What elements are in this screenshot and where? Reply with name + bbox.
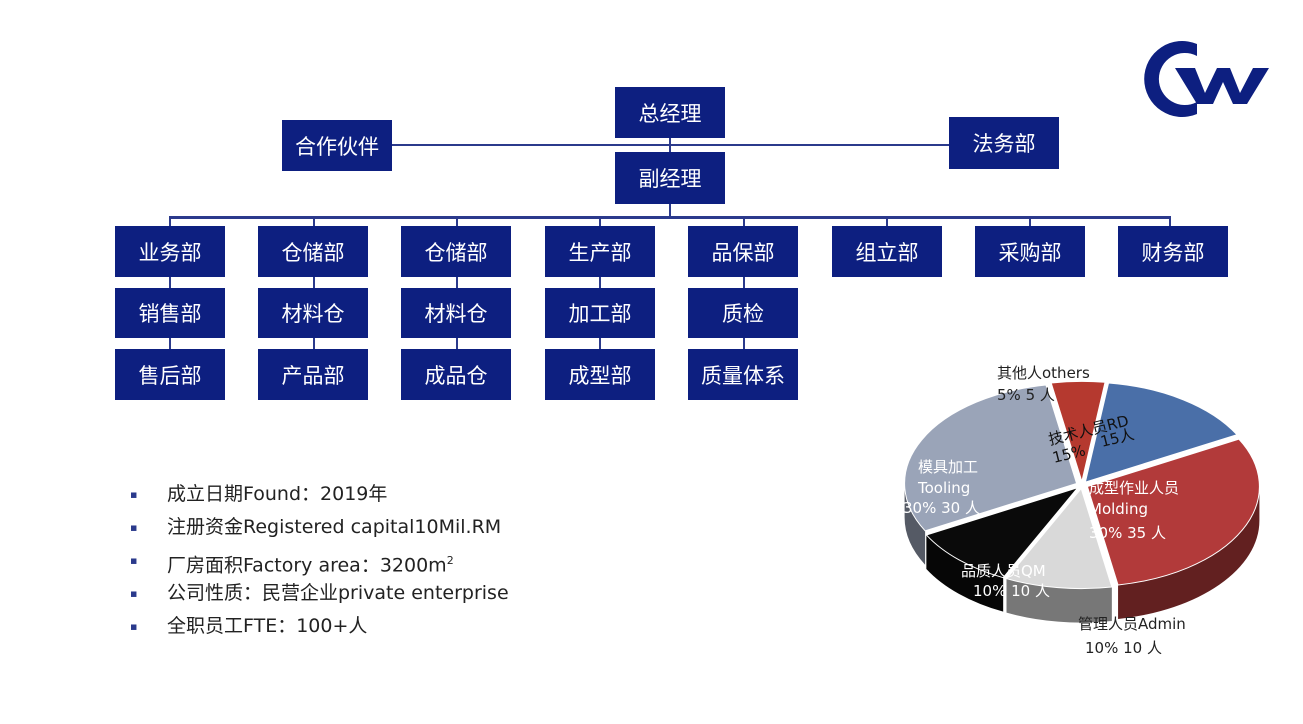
sub-department-box: 售后部 (115, 349, 225, 400)
superscript: 2 (446, 554, 454, 567)
tooling-en-label: Tooling (917, 479, 970, 497)
tooling-label: 模具加工 (918, 458, 978, 476)
bullet-icon: ▪ (130, 488, 138, 501)
deputy-manager-box: 副经理 (615, 152, 725, 204)
others-value-label: 5% 5 人 (997, 386, 1055, 404)
sub-department-box: 加工部 (545, 288, 655, 338)
pie-slice (1086, 438, 1260, 586)
child-link-line (313, 277, 315, 288)
sub-department-box: 成品仓 (401, 349, 511, 400)
dept-drop-line (599, 216, 601, 227)
department-box: 组立部 (832, 226, 942, 277)
company-logo-icon (1144, 40, 1269, 117)
others-label: 其他人others (997, 364, 1090, 382)
admin-value-label: 10% 10 人 (1085, 639, 1162, 657)
pie-slice (1005, 487, 1113, 590)
dept-drop-line (1169, 216, 1171, 227)
qm-value-label: 10% 10 人 (973, 582, 1050, 600)
department-box: 业务部 (115, 226, 225, 277)
sub-department-box: 销售部 (115, 288, 225, 338)
legal-box: 法务部 (949, 117, 1059, 169)
department-box: 财务部 (1118, 226, 1228, 277)
company-info-item: ▪ 公司性质：民营企业private enterprise (130, 577, 509, 610)
pie-slice (1050, 380, 1106, 484)
company-info-text: 厂房面积Factory area：3200m (167, 554, 447, 577)
sub-department-box: 材料仓 (401, 288, 511, 338)
pie-slice (1084, 382, 1238, 483)
child-link-line (743, 338, 745, 349)
company-info-list: ▪ 成立日期Found：2019年 ▪ 注册资金Registered capital… (130, 478, 509, 643)
company-info-text: 全职员工FTE：100+人 (167, 615, 368, 637)
molding-label: 成型作业人员 (1089, 479, 1179, 497)
general-manager-box: 总经理 (615, 87, 725, 138)
child-link-line (169, 277, 171, 288)
department-box: 仓储部 (401, 226, 511, 277)
pie-slice (904, 384, 1078, 532)
department-box: 生产部 (545, 226, 655, 277)
sub-department-box: 材料仓 (258, 288, 368, 338)
qm-label: 品质人员QM (961, 562, 1046, 580)
company-info-item: ▪ 注册资金Registered capital10Mil.RM (130, 511, 509, 544)
child-link-line (456, 277, 458, 288)
tooling-value-label: 30% 30 人 (903, 499, 980, 517)
child-link-line (599, 277, 601, 288)
sub-department-box: 成型部 (545, 349, 655, 400)
dept-drop-line (169, 216, 171, 227)
pie-slice-side (926, 534, 1004, 612)
pie-slice-side (1118, 486, 1260, 619)
dept-drop-line (1029, 216, 1031, 227)
admin-label: 管理人员Admin (1078, 615, 1186, 633)
sub-department-box: 产品部 (258, 349, 368, 400)
company-info-item: ▪ 全职员工FTE：100+人 (130, 610, 509, 643)
molding-value-label: 30% 35 人 (1089, 524, 1166, 542)
dept-drop-line (313, 216, 315, 227)
deputy-bus-line (669, 204, 671, 217)
bullet-icon: ▪ (130, 620, 138, 633)
dept-drop-line (886, 216, 888, 227)
sub-department-box: 质量体系 (688, 349, 798, 400)
department-box: 采购部 (975, 226, 1085, 277)
bullet-icon: ▪ (130, 554, 138, 567)
dept-drop-line (456, 216, 458, 227)
bullet-icon: ▪ (130, 521, 138, 534)
pie-slice-side (904, 483, 926, 565)
child-link-line (169, 338, 171, 349)
company-info-text: 公司性质：民营企业private enterprise (167, 582, 509, 604)
staff-pie-chart: 其他人others 5% 5 人 技术人员RD 15人 15% 成型作业人员 M… (903, 364, 1260, 657)
company-info-item: ▪ 成立日期Found：2019年 (130, 478, 509, 511)
partner-box: 合作伙伴 (282, 120, 392, 171)
bullet-icon: ▪ (130, 587, 138, 600)
department-bus-line (169, 216, 1171, 219)
company-info-item: ▪ 厂房面积Factory area：3200m2 (130, 544, 509, 577)
sub-department-box: 质检 (688, 288, 798, 338)
child-link-line (599, 338, 601, 349)
child-link-line (456, 338, 458, 349)
pie-slice-side (1006, 578, 1112, 623)
child-link-line (743, 277, 745, 288)
department-box: 仓储部 (258, 226, 368, 277)
department-box: 品保部 (688, 226, 798, 277)
molding-en-label: Molding (1089, 500, 1148, 518)
company-info-text: 注册资金Registered capital10Mil.RM (167, 516, 502, 538)
company-info-text: 成立日期Found：2019年 (167, 483, 388, 505)
gm-deputy-line (669, 138, 671, 152)
pie-slice (925, 486, 1080, 579)
child-link-line (313, 338, 315, 349)
dept-drop-line (743, 216, 745, 227)
